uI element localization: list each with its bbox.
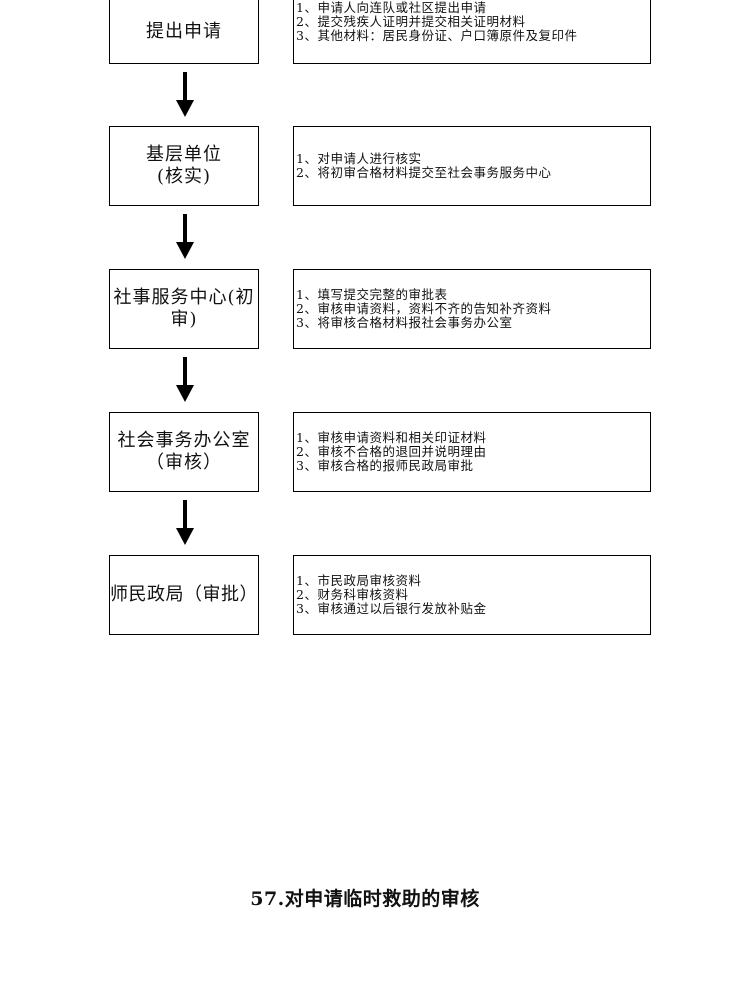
desc-line: 1、审核申请资料和相关印证材料	[296, 430, 487, 445]
step-title-line: 社事服务中心(初	[113, 287, 255, 308]
desc-line: 1、对申请人进行核实	[296, 151, 422, 166]
step-desc-box-1: 1、申请人向连队或社区提出申请 2、提交残疾人证明并提交相关证明材料 3、其他材…	[293, 0, 651, 64]
step-desc-box-4: 1、审核申请资料和相关印证材料 2、审核不合格的退回并说明理由 3、审核合格的报…	[293, 412, 651, 492]
desc-line: 2、财务科审核资料	[296, 587, 409, 602]
down-arrow-icon	[176, 214, 194, 259]
down-arrow-icon	[176, 72, 194, 117]
desc-line: 1、市民政局审核资料	[296, 573, 422, 588]
step-box-2: 基层单位 (核实)	[109, 126, 259, 206]
step-box-1: 提出申请	[109, 0, 259, 64]
desc-line: 3、将审核合格材料报社会事务办公室	[296, 315, 513, 330]
down-arrow-icon	[176, 357, 194, 402]
step-title-line: 提出申请	[146, 21, 222, 42]
down-arrow-icon	[176, 500, 194, 545]
step-title-line: 社会事务办公室	[117, 430, 251, 451]
desc-line: 3、审核合格的报师民政局审批	[296, 458, 474, 473]
desc-line: 3、其他材料：居民身份证、户口簿原件及复印件	[296, 28, 578, 43]
desc-line: 1、申请人向连队或社区提出申请	[296, 0, 487, 15]
step-desc-box-5: 1、市民政局审核资料 2、财务科审核资料 3、审核通过以后银行发放补贴金	[293, 555, 651, 635]
step-desc-box-3: 1、填写提交完整的审批表 2、审核申请资料，资料不齐的告知补齐资料 3、将审核合…	[293, 269, 651, 349]
step-title-line: （审核）	[146, 452, 222, 473]
desc-line: 2、提交残疾人证明并提交相关证明材料	[296, 14, 526, 29]
step-title-line: (核实)	[156, 166, 212, 187]
step-box-5: 师民政局（审批）	[109, 555, 259, 635]
desc-line: 2、将初审合格材料提交至社会事务服务中心	[296, 165, 552, 180]
desc-line: 1、填写提交完整的审批表	[296, 287, 448, 302]
step-title-line: 师民政局（审批）	[110, 584, 258, 605]
desc-line: 3、审核通过以后银行发放补贴金	[296, 601, 487, 616]
step-box-4: 社会事务办公室 （审核）	[109, 412, 259, 492]
step-box-3: 社事服务中心(初 审)	[109, 269, 259, 349]
step-title-line: 基层单位	[146, 144, 222, 165]
desc-line: 2、审核不合格的退回并说明理由	[296, 444, 487, 459]
step-desc-box-2: 1、对申请人进行核实 2、将初审合格材料提交至社会事务服务中心	[293, 126, 651, 206]
figure-caption: 57.对申请临时救助的审核	[250, 888, 480, 910]
desc-line: 2、审核申请资料，资料不齐的告知补齐资料	[296, 301, 552, 316]
step-title-line: 审)	[170, 309, 198, 330]
